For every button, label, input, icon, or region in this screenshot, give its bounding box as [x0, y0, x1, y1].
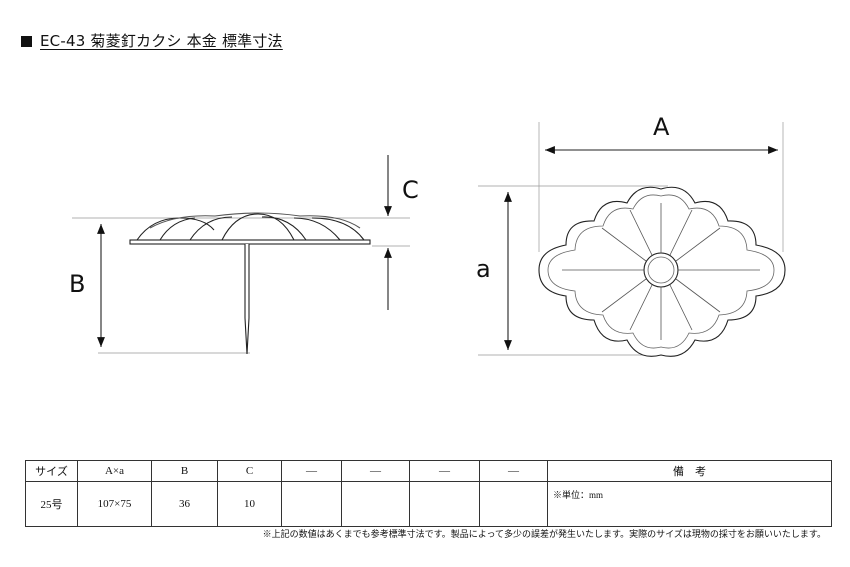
a-by-a-cell: 107×75: [77, 481, 152, 527]
dim-label-b: B: [69, 270, 85, 298]
empty-cell: [479, 481, 548, 527]
dim-label-a-upper: A: [653, 113, 670, 141]
table-row: 25号 107×75 36 10 ※単位：mm: [25, 481, 832, 527]
header-cell: —: [409, 460, 480, 482]
remarks-cell: ※単位：mm: [547, 481, 832, 527]
header-cell: A×a: [77, 460, 152, 482]
technical-drawing: B C A a: [69, 113, 786, 357]
footnote: ※上記の数値はあくまでも参考標準寸法です。製品によって多少の誤差が発生いたします…: [262, 529, 826, 539]
size-cell: 25号: [25, 481, 78, 527]
title-text: EC-43 菊菱釘カクシ 本金 標準寸法: [40, 32, 283, 50]
dim-label-a-lower: a: [476, 255, 491, 283]
top-view: [478, 122, 786, 357]
header-cell-remarks: 備 考: [547, 460, 832, 482]
header-cell: —: [479, 460, 548, 482]
empty-cell: [341, 481, 410, 527]
title-square-icon: [21, 36, 32, 47]
header-cell: B: [151, 460, 218, 482]
header-cell: C: [217, 460, 282, 482]
header-cell: サイズ: [25, 460, 78, 482]
spec-table: サイズ A×a B C — — — — 備 考 25号 107×75 36 10…: [25, 460, 832, 527]
header-cell: —: [341, 460, 410, 482]
empty-cell: [409, 481, 480, 527]
c-cell: 10: [217, 481, 282, 527]
header-cell: —: [281, 460, 342, 482]
page-title: EC-43 菊菱釘カクシ 本金 標準寸法: [21, 32, 283, 50]
dim-label-c: C: [402, 176, 419, 204]
side-view: [72, 155, 410, 355]
b-cell: 36: [151, 481, 218, 527]
table-header-row: サイズ A×a B C — — — — 備 考: [25, 460, 832, 482]
empty-cell: [281, 481, 342, 527]
